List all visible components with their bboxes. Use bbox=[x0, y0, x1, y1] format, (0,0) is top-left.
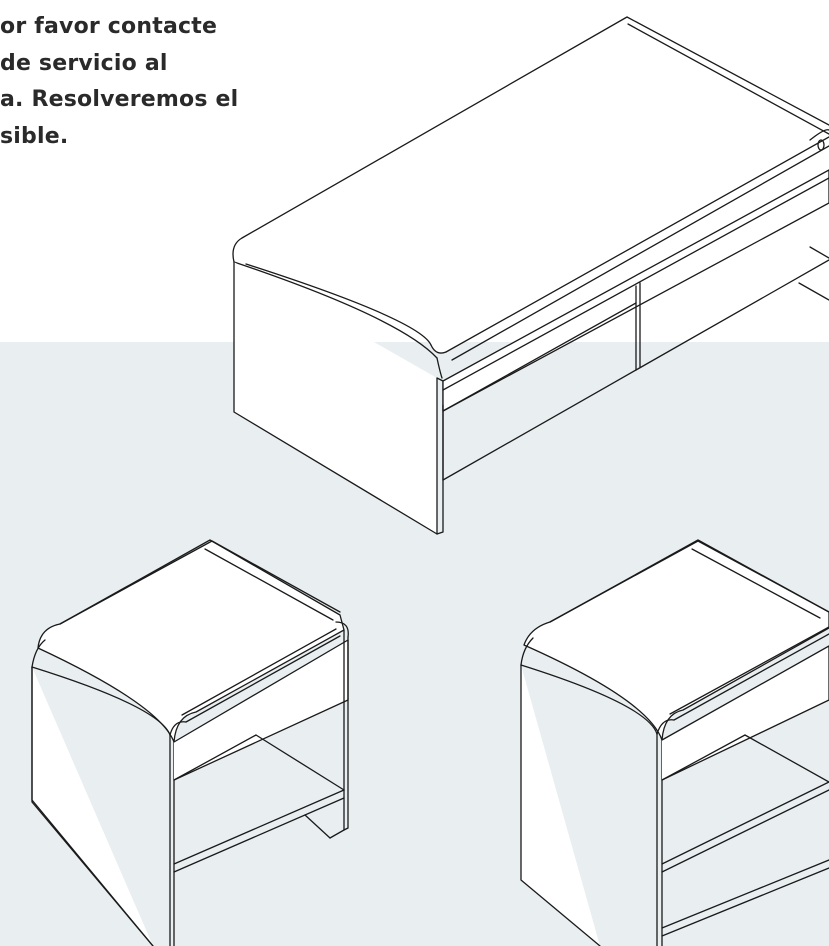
instruction-line-4: sible. bbox=[0, 123, 69, 149]
nightstand-right-top-front-2 bbox=[673, 633, 829, 721]
nightstand-left-illustration bbox=[31, 539, 349, 946]
nightstand-left-back-right bbox=[304, 814, 331, 839]
nightstand-right-lower bbox=[661, 859, 829, 929]
nightstand-left-top-back bbox=[59, 540, 341, 625]
nightstand-right-curve-left bbox=[520, 637, 534, 666]
instruction-line-1: or favor contacte bbox=[0, 14, 218, 39]
nightstand-left-top-front bbox=[181, 628, 337, 716]
nightstand-right-shelf-front bbox=[661, 789, 829, 873]
nightstand-left-top-back-inner bbox=[204, 548, 334, 621]
coffee-table-right-lower-2 bbox=[809, 246, 829, 259]
nightstand-left-top-front-2 bbox=[185, 635, 341, 723]
coffee-table-left-bend-front bbox=[430, 344, 447, 354]
coffee-table-top-edge-inner bbox=[627, 23, 829, 135]
coffee-table-knob bbox=[817, 139, 825, 151]
nightstand-right-drawer bbox=[661, 645, 829, 781]
coffee-table-top-edge-back bbox=[241, 16, 829, 239]
nightstand-left-drawer-right-2 bbox=[343, 636, 349, 831]
nightstand-left-curve-left bbox=[31, 639, 46, 668]
nightstand-left-drawer-bottom bbox=[173, 734, 257, 781]
nightstand-right-top bbox=[523, 539, 829, 741]
nightstand-right-drawer-bottom bbox=[661, 734, 746, 781]
nightstand-right-illustration bbox=[520, 539, 829, 946]
coffee-table-left-panel-edge bbox=[436, 377, 444, 535]
nightstand-left-curve-front bbox=[31, 666, 171, 736]
nightstand-left-curve-front-2 bbox=[169, 721, 187, 736]
instruction-paragraph: or favor contacte de servicio al a. Reso… bbox=[0, 9, 300, 155]
coffee-table-left-curve-front bbox=[436, 357, 443, 379]
coffee-table-top-front-edge-2 bbox=[451, 145, 829, 361]
nightstand-left-curve-end bbox=[335, 621, 349, 638]
nightstand-right-top-front bbox=[669, 626, 829, 715]
coffee-table-left-panel bbox=[233, 261, 438, 535]
coffee-table-right-lower bbox=[798, 282, 829, 301]
coffee-table-illustration bbox=[232, 16, 829, 535]
nightstand-right-curve-front bbox=[520, 664, 658, 735]
coffee-table-top-front-edge bbox=[445, 136, 829, 353]
coffee-table-drawer-bottom bbox=[442, 302, 637, 412]
coffee-table-drawer-top-line bbox=[442, 177, 829, 391]
nightstand-left-inner-top bbox=[255, 734, 345, 791]
instruction-line-2: de servicio al bbox=[0, 50, 168, 76]
nightstand-left-side bbox=[31, 666, 154, 946]
nightstand-right-lower-2 bbox=[661, 867, 829, 937]
coffee-table-top bbox=[236, 16, 829, 354]
coffee-table-right-end bbox=[809, 129, 829, 141]
nightstand-left-top bbox=[37, 539, 345, 743]
nightstand-left-shelf-front bbox=[173, 797, 345, 873]
nightstand-left-shelf bbox=[173, 789, 345, 865]
coffee-table-shelf-front bbox=[442, 259, 829, 481]
nightstand-right-top-back bbox=[549, 540, 829, 623]
nightstand-right-top-back-inner bbox=[691, 548, 821, 619]
coffee-table-left-top-edge bbox=[233, 261, 438, 359]
instruction-line-3: a. Resolveremos el bbox=[0, 87, 239, 112]
coffee-table-left-curve-inner bbox=[245, 263, 432, 346]
nightstand-right-shelf bbox=[661, 781, 829, 865]
coffee-table-left-curve-outer bbox=[232, 237, 243, 263]
nightstand-right-inner-top bbox=[744, 734, 829, 783]
nightstand-left-side-edge bbox=[31, 666, 154, 946]
nightstand-right-curve-front-2 bbox=[656, 719, 675, 735]
nightstand-right-side bbox=[520, 664, 601, 946]
